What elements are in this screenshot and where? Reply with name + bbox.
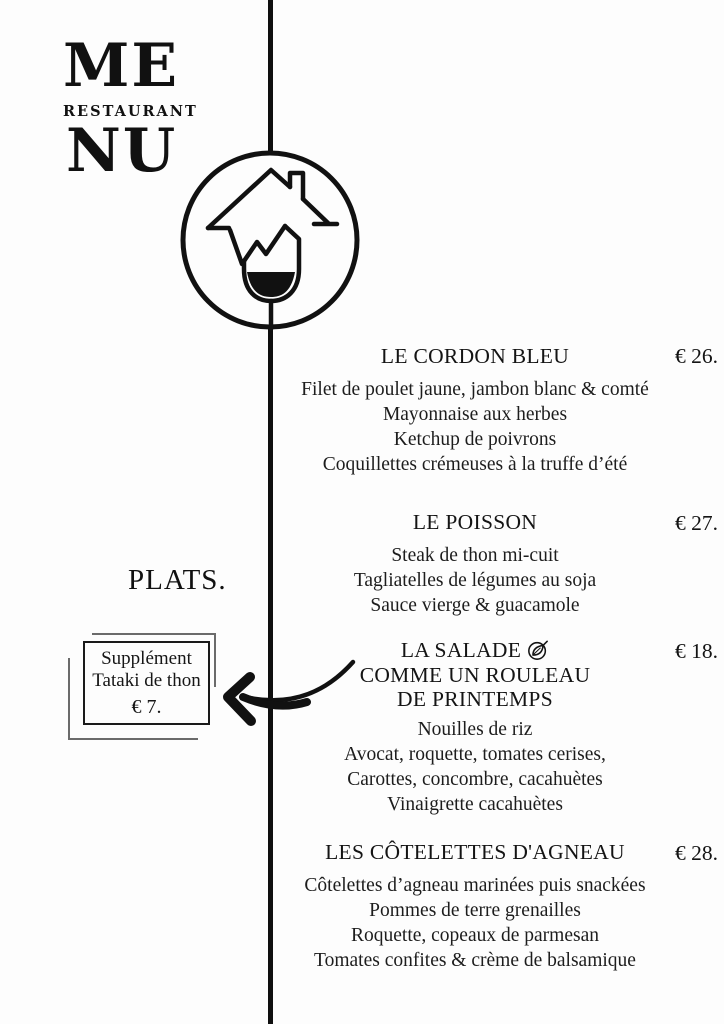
item-title: LE CORDON BLEU (380, 344, 570, 368)
supplement-line1: Supplément (101, 648, 192, 669)
item-desc-line: Carottes, concombre, cacahuètes (347, 769, 603, 791)
item-title: LES CÔTELETTES D'AGNEAU (325, 840, 625, 864)
house-wine-glass-logo-icon (180, 150, 360, 332)
supplement-frame-offset-topright (92, 633, 216, 687)
item-description: Nouilles de riz Avocat, roquette, tomate… (270, 717, 680, 818)
item-description: Steak de thon mi-cuit Tagliatelles de lé… (270, 543, 680, 619)
item-price: € 27. (675, 511, 718, 535)
item-desc-line: Roquette, copeaux de parmesan (351, 925, 599, 947)
item-title-line: DE PRINTEMPS (397, 687, 553, 711)
item-description: Filet de poulet jaune, jambon blanc & co… (270, 377, 680, 478)
item-title-line: COMME UN ROULEAU (359, 662, 591, 687)
item-price: € 28. (675, 841, 718, 865)
supplement-line2: Tataki de thon (92, 670, 201, 691)
item-desc-line: Sauce vierge & guacamole (370, 595, 580, 617)
vegan-leaf-icon (528, 640, 549, 660)
item-desc-line: Steak de thon mi-cuit (391, 544, 559, 566)
item-desc-line: Nouilles de riz (417, 718, 533, 740)
supplement-box: Supplément Tataki de thon € 7. (83, 641, 210, 725)
item-description: Côtelettes d’agneau marinées puis snacké… (270, 873, 680, 974)
item-title: LA SALADE COMME UN ROULEAU DE PRINTEMPS (270, 638, 680, 712)
item-desc-line: Filet de poulet jaune, jambon blanc & co… (301, 378, 649, 400)
item-desc-line: Côtelettes d’agneau marinées puis snacké… (304, 874, 646, 896)
supplement-frame-offset-bottomleft (68, 658, 198, 740)
item-desc-line: Tagliatelles de légumes au soja (353, 569, 597, 591)
logo-word-me: ME (63, 31, 180, 101)
item-desc-line: Vinaigrette cacahuètes (387, 794, 563, 816)
menu-item-cordon-bleu: LE CORDON BLEU Filet de poulet jaune, ja… (270, 344, 680, 478)
item-desc-line: Mayonnaise aux herbes (382, 403, 568, 425)
item-title-line: LA SALADE (270, 638, 680, 663)
item-price: € 26. (675, 344, 718, 368)
curved-arrow-left-icon (223, 659, 356, 726)
item-desc-line: Ketchup de poivrons (393, 429, 557, 451)
item-title-text: LA SALADE (400, 638, 522, 662)
item-title: LE POISSON (412, 510, 538, 534)
item-desc-line: Avocat, roquette, tomates cerises, (344, 743, 606, 765)
item-desc-line: Pommes de terre grenailles (369, 899, 581, 921)
section-heading-plats: PLATS. (128, 564, 227, 596)
item-desc-line: Tomates confites & crème de balsamique (314, 950, 636, 972)
vertical-divider-line (268, 0, 273, 1024)
logo-word-nu: NU (66, 116, 178, 186)
item-desc-line: Coquillettes crémeuses à la truffe d’été (322, 454, 628, 476)
menu-item-cotelettes-agneau: LES CÔTELETTES D'AGNEAU Côtelettes d’agn… (270, 840, 680, 974)
supplement-price: € 7. (131, 696, 162, 718)
logo-subtitle-restaurant: RESTAURANT (63, 103, 198, 120)
menu-item-poisson: LE POISSON Steak de thon mi-cuit Tagliat… (270, 510, 680, 618)
menu-item-salade-rouleau: LA SALADE COMME UN ROULEAU DE PRINTEMPS … (270, 638, 680, 818)
item-price: € 18. (675, 639, 718, 663)
